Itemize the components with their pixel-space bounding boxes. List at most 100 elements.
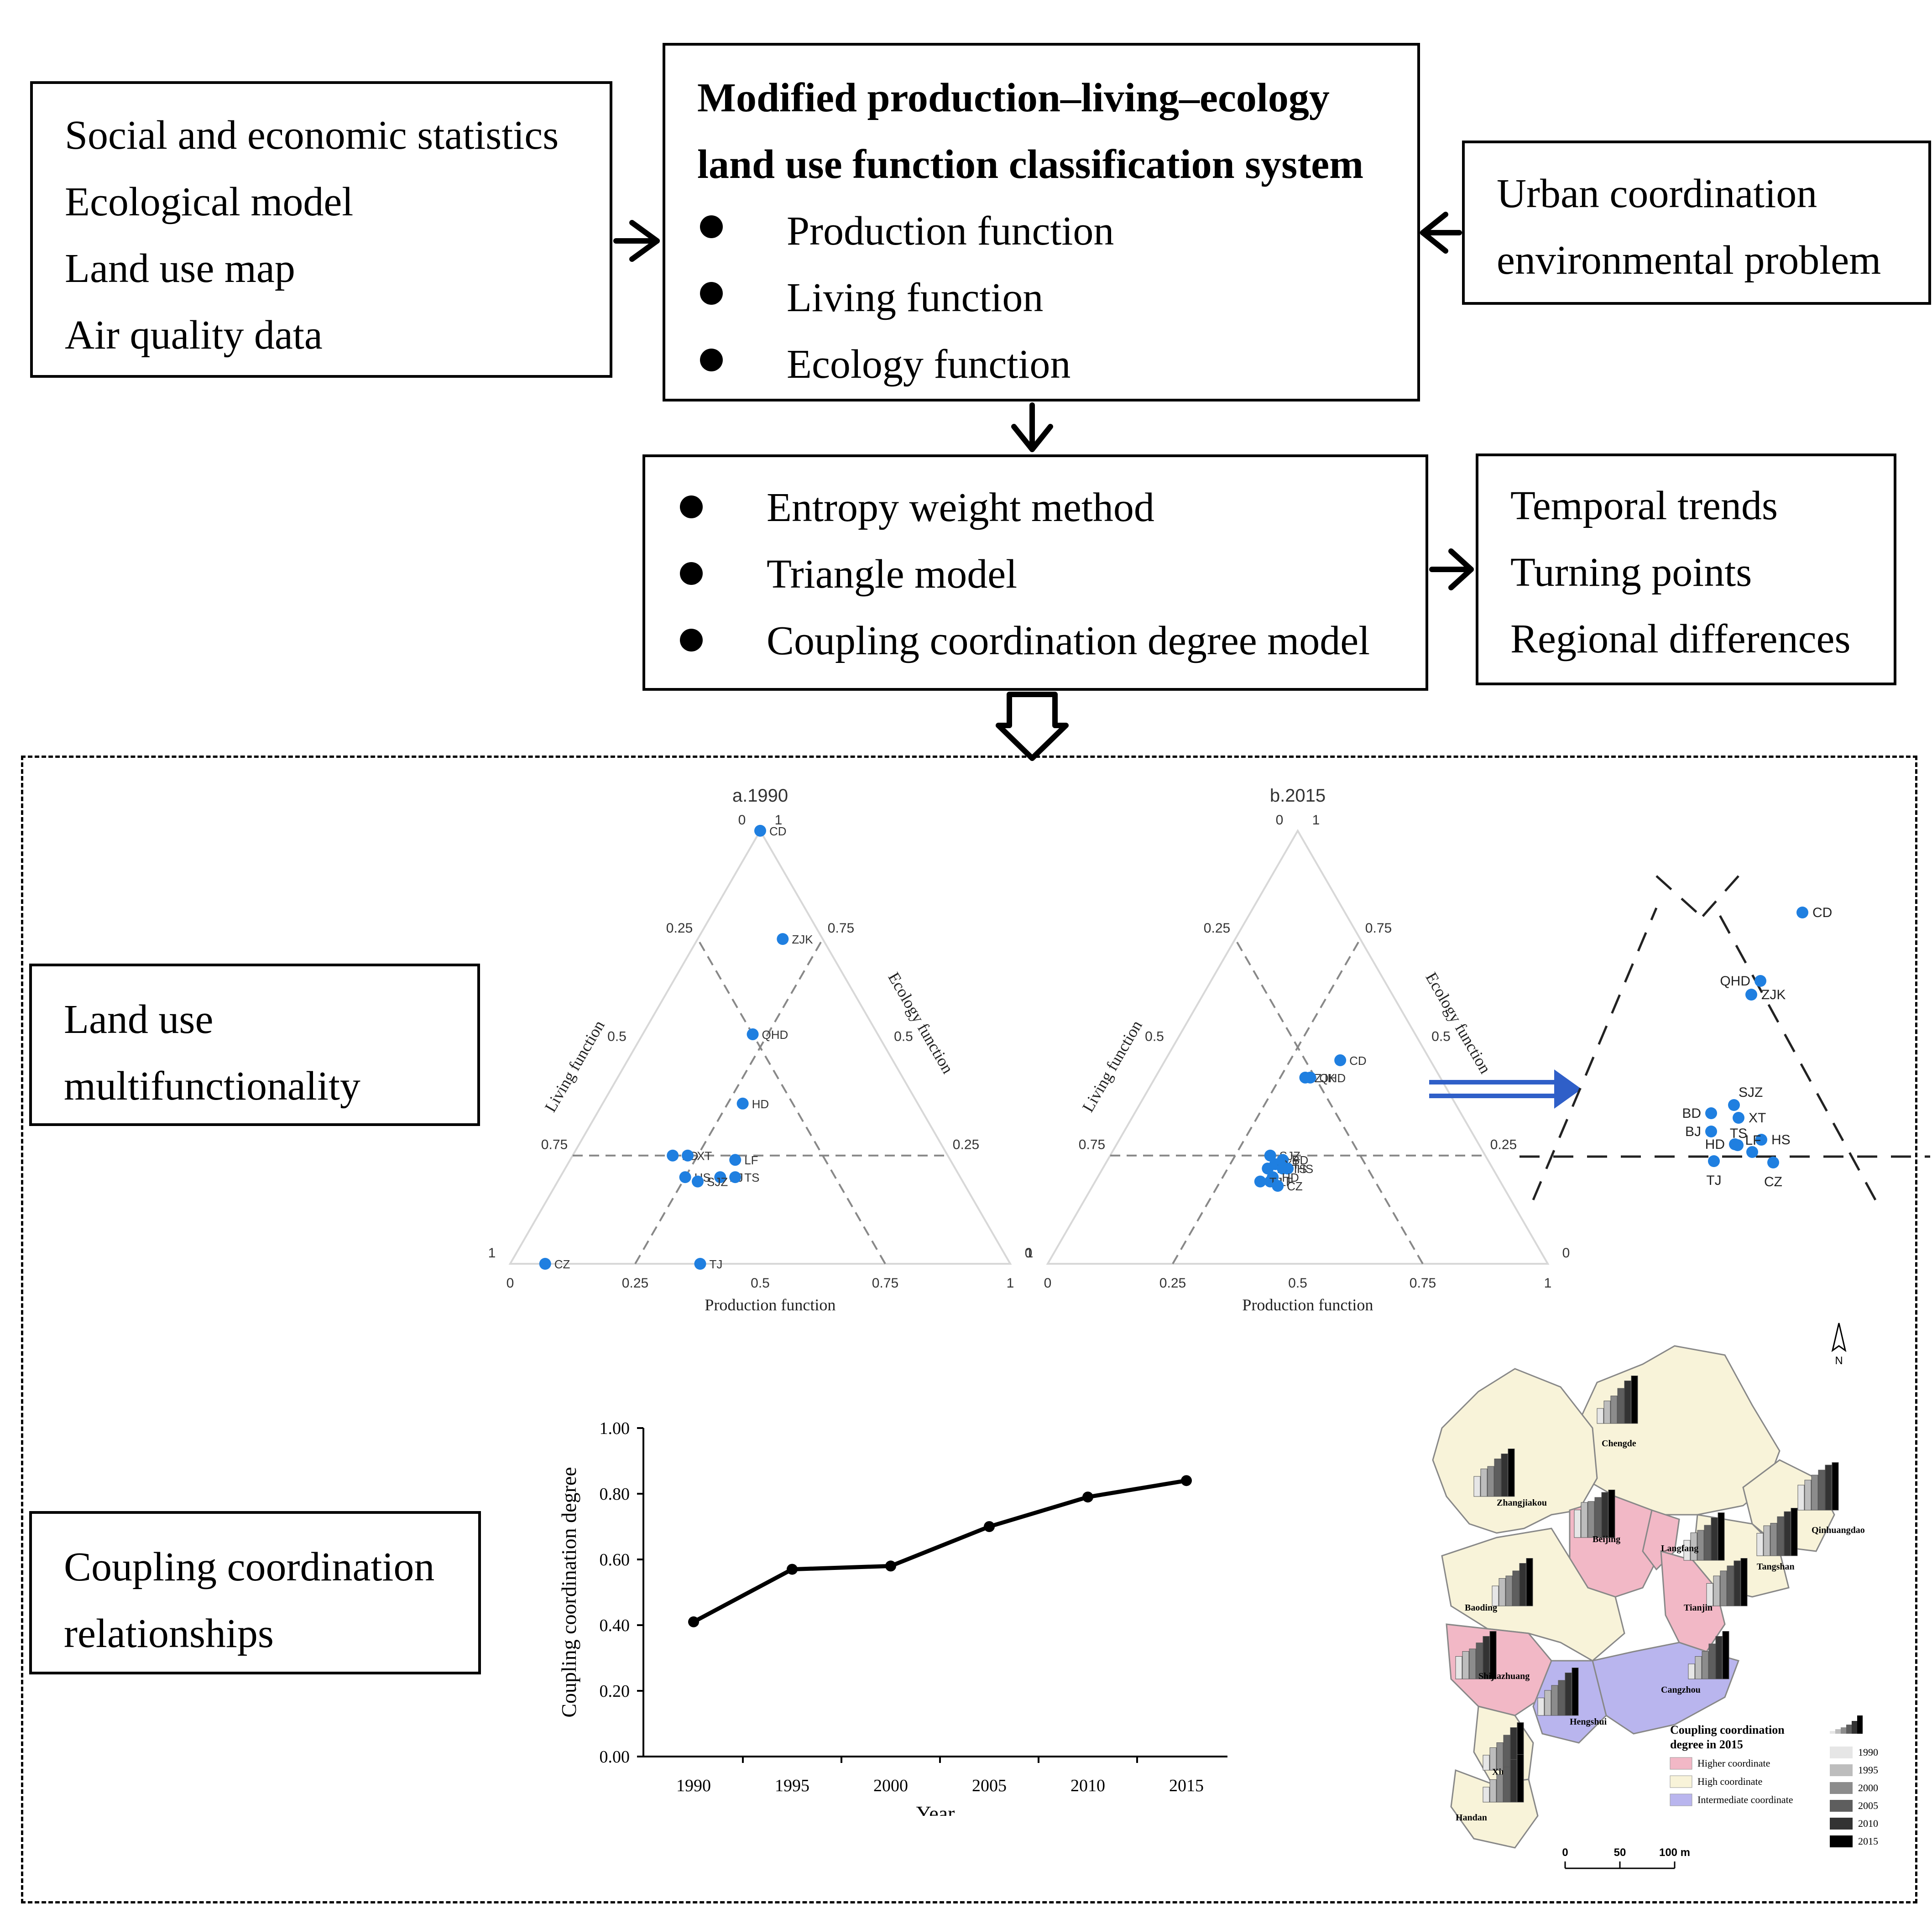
ternary-title: b.2015	[1270, 786, 1326, 806]
city-label: Shijiazhuang	[1478, 1671, 1530, 1681]
outcome-line-2: Turning points	[1510, 550, 1752, 595]
x-tick-label: 1990	[676, 1776, 711, 1795]
triangle-frame	[508, 829, 1012, 1265]
bar-cangzhou-2015	[1722, 1631, 1729, 1679]
x-axis-title: Year	[916, 1802, 955, 1816]
legend-bar-icon	[1835, 1729, 1841, 1734]
arrow-head-left-icon	[1420, 212, 1448, 254]
city-label: Baoding	[1465, 1603, 1497, 1613]
tick-label: 0.25	[953, 1137, 979, 1152]
city-label: Handan	[1456, 1813, 1487, 1823]
y-axis-title: Coupling coordination degree	[557, 1467, 580, 1717]
bullet-icon	[700, 282, 723, 305]
bar-baoding-2005	[1512, 1570, 1519, 1606]
point-label: CZ	[1287, 1179, 1303, 1193]
arrow-head-right-icon	[629, 220, 660, 262]
tick-label: 0.75	[872, 1276, 898, 1291]
x-tick-label: 2000	[873, 1776, 908, 1795]
legend-year-label: 1995	[1858, 1764, 1878, 1776]
tick-label: 0	[506, 1276, 514, 1291]
guide-line	[697, 938, 886, 1264]
point-sjz	[1264, 1149, 1276, 1162]
bullet-icon	[680, 495, 703, 518]
north-label: N	[1835, 1355, 1843, 1367]
bar-qinhuangdao-2015	[1832, 1462, 1839, 1511]
point-cz	[539, 1258, 551, 1270]
point-label: TS	[744, 1171, 759, 1184]
zoom-point-label: HS	[1771, 1132, 1791, 1147]
legend-year-label: 2010	[1858, 1818, 1878, 1829]
bar-handan-2015	[1517, 1754, 1524, 1803]
outcomes-box: Temporal trends Turning points Regional …	[1476, 454, 1896, 685]
region-baoding	[1441, 1528, 1625, 1662]
legend-year-swatch	[1830, 1818, 1853, 1830]
living-axis-label: Living function	[1079, 1017, 1146, 1115]
bar-tianjin-1995	[1713, 1575, 1720, 1606]
point-label: TJ	[709, 1257, 722, 1271]
guide-line	[634, 938, 824, 1264]
bar-hengshui-1990	[1537, 1698, 1545, 1716]
series-point-2015	[1181, 1475, 1192, 1486]
bar-qinhuangdao-2010	[1825, 1465, 1832, 1511]
living-axis-label: Living function	[541, 1017, 608, 1115]
flow-arrows	[613, 212, 1474, 761]
bar-beijing-2015	[1608, 1490, 1615, 1538]
bar-tangshan-1990	[1756, 1533, 1764, 1556]
multifunctionality-line-2: multifunctionality	[64, 1064, 360, 1109]
bar-tianjin-1990	[1706, 1583, 1713, 1606]
ecology-axis-label: Ecology function	[884, 969, 957, 1077]
bar-xingtai-1990	[1483, 1755, 1490, 1771]
city-label: Langfang	[1661, 1543, 1698, 1554]
point-label: XT	[697, 1149, 712, 1163]
point-bj	[714, 1171, 726, 1183]
zoom-point-label: CZ	[1764, 1174, 1782, 1189]
north-arrow-icon	[1831, 1323, 1847, 1352]
bar-zhangjiakou-2005	[1494, 1459, 1501, 1497]
bar-shijiazhuang-1995	[1462, 1651, 1469, 1679]
legend-year-swatch	[1830, 1782, 1853, 1794]
series-line	[692, 1478, 1187, 1624]
bar-tianjin-2000	[1720, 1570, 1727, 1606]
method-item-2: Triangle model	[767, 552, 1018, 597]
tick-label: 0	[738, 813, 746, 828]
bar-zhangjiakou-1995	[1480, 1469, 1488, 1497]
zoom-point-label: BJ	[1685, 1124, 1701, 1139]
classification-item-3: Ecology function	[787, 342, 1071, 387]
zoom-point-label: CD	[1812, 905, 1832, 920]
bar-qinhuangdao-1990	[1797, 1485, 1805, 1511]
bar-zhangjiakou-2010	[1501, 1454, 1508, 1497]
tick-label: 0.25	[1490, 1137, 1517, 1152]
bar-baoding-1990	[1492, 1585, 1499, 1606]
guide-line	[1234, 938, 1424, 1264]
city-label: Tangshan	[1757, 1562, 1795, 1572]
arrow-head-down-icon	[1011, 424, 1053, 452]
bar-tianjin-2005	[1727, 1565, 1734, 1606]
city-label: Qinhuangdao	[1812, 1525, 1865, 1535]
legend-class-label: Higher coordinate	[1697, 1757, 1770, 1769]
point-tj	[1254, 1175, 1266, 1188]
y-tick-label: 0.80	[600, 1485, 630, 1504]
tick-label: 0.25	[666, 921, 693, 936]
outcome-line-3: Regional differences	[1510, 616, 1851, 662]
city-label: Hengshui	[1570, 1717, 1607, 1727]
point-cz	[1272, 1180, 1284, 1192]
point-tj	[694, 1258, 706, 1270]
bar-qinhuangdao-2000	[1811, 1475, 1818, 1511]
tick-label: 0.25	[1204, 921, 1230, 936]
tick-label: 0	[1025, 1246, 1033, 1261]
bar-chengde-2000	[1610, 1396, 1618, 1424]
zoom-left-edge	[1532, 907, 1658, 1200]
production-axis-label: Production function	[1242, 1296, 1373, 1314]
tick-label: 0	[1276, 813, 1284, 828]
point-sjz	[692, 1175, 704, 1188]
zoom-point-xt	[1733, 1112, 1744, 1124]
ternary-title: a.1990	[732, 786, 788, 806]
zoom-point-label: SJZ	[1739, 1085, 1763, 1100]
city-label: Zhangjiakou	[1497, 1498, 1547, 1508]
zoom-point-bd	[1705, 1107, 1717, 1119]
zoom-point-label: TJ	[1706, 1173, 1721, 1188]
bar-handan-2005	[1503, 1767, 1510, 1803]
point-ts	[729, 1171, 741, 1183]
legend-year-label: 2005	[1858, 1800, 1878, 1811]
